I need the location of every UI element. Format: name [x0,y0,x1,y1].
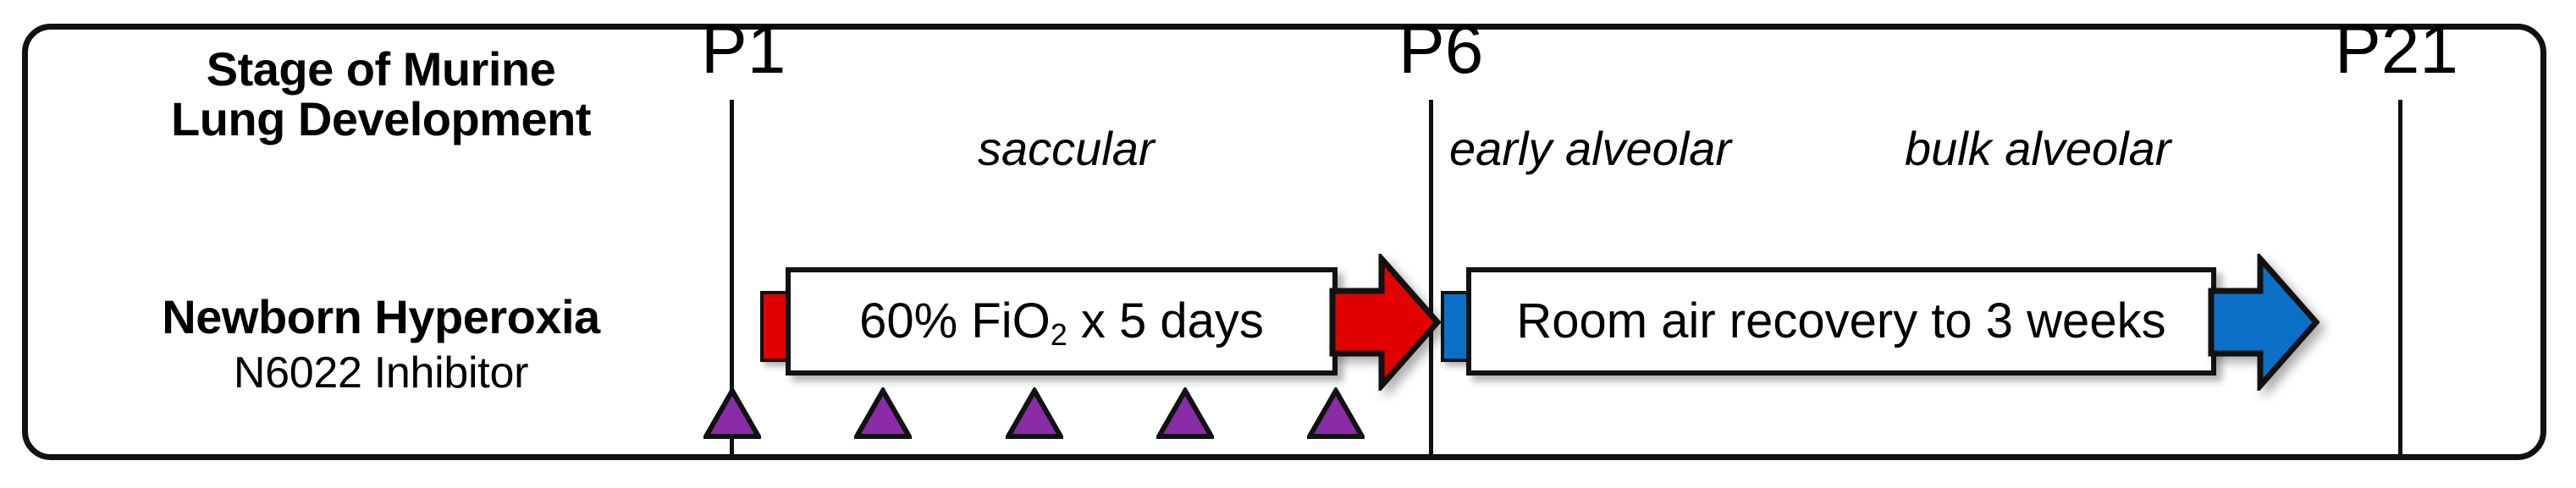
row-label-newborn-hyperoxia: Newborn Hyperoxia [162,290,600,343]
timepoint-label-p1: P1 [701,11,786,88]
room-air-recovery-bar[interactable]: Room air recovery to 3 weeks [1466,267,2216,376]
injection-triangle-icon-day1 [703,387,761,439]
room-air-recovery-label: Room air recovery to 3 weeks [1516,297,2165,346]
hyperoxia-label-tail: x 5 days [1067,293,1264,348]
stage-name-early-alveolar: early alveolar [1449,122,1732,175]
timepoint-tick-line-p21 [2398,100,2402,459]
room-air-label-main: Room air recovery to 3 weeks [1516,293,2166,348]
figure-outer-frame [22,24,2546,460]
stage-label-line-2: Lung Development [170,92,592,146]
hyperoxia-treatment-label: 60% FiO2 x 5 days [859,297,1264,350]
timepoint-tick-line-p6 [1429,100,1433,459]
stage-label-line-1: Stage of Murine [206,42,556,96]
hyperoxia-label-subscript: 2 [1050,317,1067,353]
injection-triangle-icon-day5 [1307,387,1365,439]
stage-name-saccular: saccular [978,122,1155,175]
timepoint-label-p21: P21 [2335,11,2458,88]
injection-triangle-icon-day2 [854,387,912,439]
hyperoxia-label-main: 60% FiO [859,293,1051,348]
timepoint-label-p6: P6 [1398,11,1484,88]
timepoint-tick-line-p1 [730,100,734,459]
hyperoxia-end-arrow-icon [1329,254,1441,391]
injection-triangle-icon-day3 [1006,387,1063,439]
hyperoxia-start-tab [760,291,789,362]
injection-triangle-icon-day4 [1156,387,1214,439]
row-label-n6022-inhibitor: N6022 Inhibitor [233,348,529,398]
row-label-stage-of-murine-lung-development: Stage of Murine Lung Development [59,44,703,145]
stage-name-bulk-alveolar: bulk alveolar [1905,122,2171,175]
room-air-end-arrow-icon [2208,254,2320,391]
hyperoxia-treatment-bar[interactable]: 60% FiO2 x 5 days [786,267,1338,376]
room-air-start-tab [1441,291,1470,362]
